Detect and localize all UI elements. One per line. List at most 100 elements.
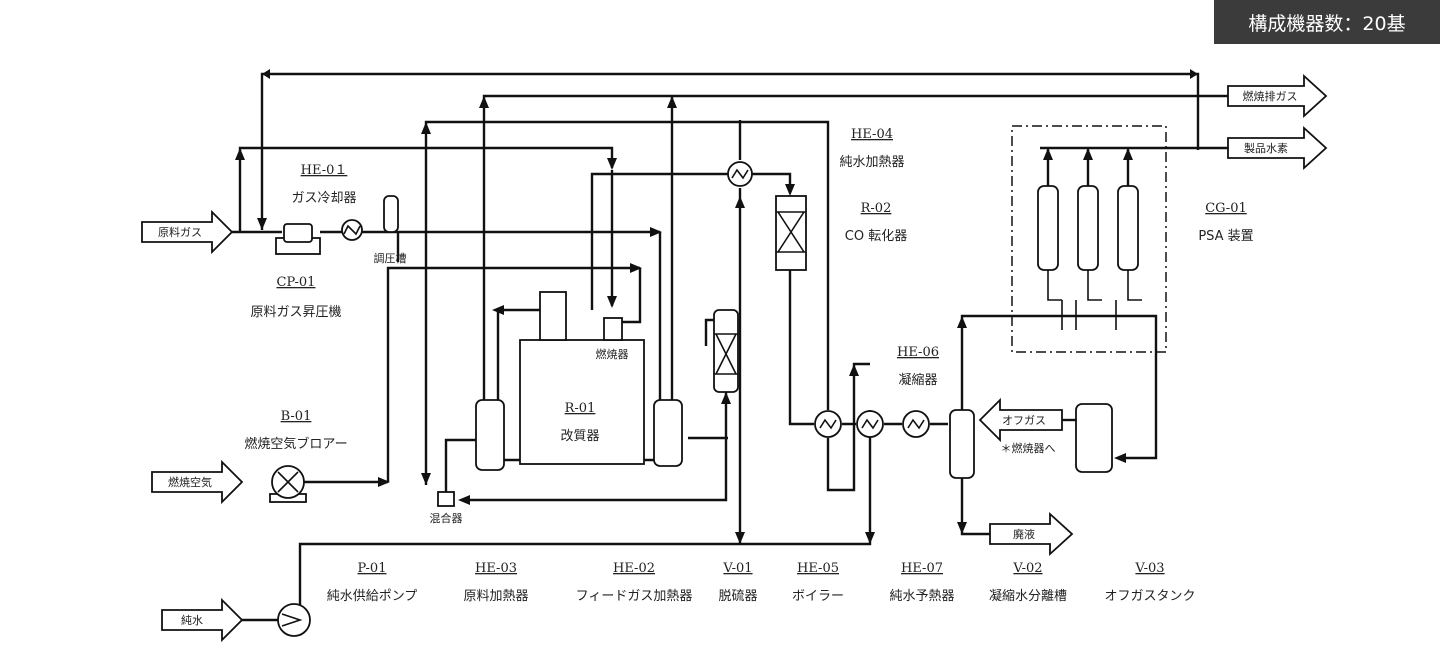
- arrow-icon: [735, 532, 745, 544]
- he03-tag: HE-03: [475, 561, 517, 576]
- he06-condenser-icon: [856, 410, 884, 438]
- r01-name: 改質器: [560, 429, 599, 444]
- v02-separator-icon: [949, 409, 975, 479]
- offgas-label: オフガス: [1002, 414, 1046, 427]
- he02-exchanger-icon: [653, 399, 683, 467]
- r01-reformer-box: [519, 339, 645, 465]
- equipment-count-badge: 構成機器数：20基: [1214, 0, 1440, 44]
- he07-tag: HE-07: [901, 561, 943, 576]
- arrow-icon: [957, 522, 967, 534]
- v03-tag: V-03: [1134, 561, 1164, 576]
- cp01-compressor-icon: [275, 223, 321, 255]
- arrow-icon: [650, 227, 662, 237]
- recycle-line: [260, 72, 1200, 230]
- arrow-icon: [458, 495, 470, 505]
- waste-liquid-stream: 廃液: [989, 511, 1074, 557]
- he03-name: 原料加熱器: [463, 589, 528, 604]
- he06-tag: HE-06: [897, 345, 939, 360]
- waste-line: [960, 478, 990, 536]
- he07-preheater-icon: [902, 410, 930, 438]
- p01-tag: P-01: [358, 561, 387, 576]
- he05-tag: HE-05: [797, 561, 839, 576]
- psa-feed: [960, 314, 1158, 460]
- arrow-icon: [630, 263, 642, 273]
- psa-bottom-header: [1047, 270, 1142, 330]
- mixer-label: 混合器: [430, 511, 463, 525]
- flue-gas-label: 燃焼排ガス: [1243, 89, 1298, 103]
- arrow-icon: [1123, 148, 1133, 160]
- he05-name: ボイラー: [792, 589, 844, 604]
- offgas-note: ＊燃焼器へ: [1001, 441, 1056, 455]
- psa-column: [1117, 185, 1139, 271]
- he04-heater-icon: [727, 161, 753, 187]
- p01-name: 純水供給ポンプ: [327, 589, 418, 604]
- he03-exchanger-icon: [475, 399, 505, 471]
- b01-tag: B-01: [281, 409, 312, 424]
- he04-name: 純水加熱器: [839, 155, 904, 170]
- arrow-icon: [479, 96, 489, 108]
- r02-name: CO 転化器: [845, 229, 907, 244]
- arrow-icon: [1190, 69, 1198, 79]
- combustion-air-label: 燃焼空気: [168, 475, 212, 489]
- p01-pump-icon: [277, 603, 311, 637]
- arrow-icon: [421, 473, 431, 485]
- flue-gas-stream: 燃焼排ガス: [1227, 73, 1328, 119]
- burner-icon: [603, 317, 623, 341]
- v02-tag: V-02: [1012, 561, 1042, 576]
- cg01-tag: CG-01: [1205, 201, 1247, 216]
- feed-gas-stream: 原料ガス: [141, 209, 234, 255]
- he01-name: ガス冷却器: [291, 191, 356, 206]
- he04-tag: HE-04: [851, 127, 893, 142]
- arrow-icon: [235, 148, 245, 160]
- product-h2-stream: 製品水素: [1227, 125, 1328, 171]
- v01-desulfurizer-icon: [713, 309, 739, 393]
- arrow-icon: [957, 316, 967, 328]
- psa-top-header: [1040, 146, 1230, 186]
- arrow-icon: [257, 218, 267, 230]
- he01-cooler-icon: [341, 219, 363, 241]
- pure-water-line: [298, 410, 872, 612]
- he04-line: [590, 172, 740, 310]
- waste-liquid-label: 廃液: [1013, 527, 1035, 541]
- arrow-icon: [785, 184, 795, 196]
- cp01-tag: CP-01: [277, 275, 316, 290]
- burner-label: 燃焼器: [596, 347, 629, 361]
- mixer-return: [464, 392, 728, 502]
- mixer-to-he03: [444, 438, 476, 492]
- arrow-icon: [1114, 453, 1126, 463]
- psa-column: [1077, 185, 1099, 271]
- arrow-icon: [721, 392, 731, 404]
- he05-loop: [826, 362, 870, 492]
- arrow-icon: [865, 532, 875, 544]
- arrow-icon: [607, 296, 617, 308]
- r02-converter-icon: [775, 195, 807, 271]
- v03-name: オフガスタンク: [1104, 589, 1195, 604]
- arrow-icon: [849, 364, 859, 376]
- he02-tag: HE-02: [613, 561, 655, 576]
- b01-name: 燃焼空気ブロアー: [244, 436, 347, 452]
- arrow-icon: [607, 158, 617, 170]
- he05-boiler-icon: [814, 410, 842, 438]
- arrow-icon: [1043, 148, 1053, 160]
- v01-name: 脱硫器: [718, 589, 757, 604]
- air-to-burner: [386, 266, 640, 482]
- he04-to-r02: [752, 172, 792, 192]
- pure-water-label: 純水: [181, 614, 203, 627]
- arrow-icon: [262, 69, 270, 79]
- he07-name: 純水予熱器: [889, 589, 954, 604]
- arrow-icon: [735, 196, 745, 208]
- arrow-icon: [667, 96, 677, 108]
- r01-tag: R-01: [565, 401, 596, 416]
- offgas-stream: オフガス: [978, 397, 1063, 443]
- psa-column: [1037, 185, 1059, 271]
- b01-blower-icon: [269, 465, 307, 503]
- v02-name: 凝縮水分離槽: [989, 588, 1067, 604]
- pressure-tank-icon: [383, 195, 399, 233]
- he01-tag: HE-0１: [301, 163, 348, 178]
- he02-name: フィードガス加熱器: [576, 589, 693, 604]
- r02-tag: R-02: [861, 201, 892, 216]
- arrow-icon: [492, 305, 504, 315]
- cg01-name: PSA 装置: [1198, 229, 1253, 244]
- pressure-tank-label: 調圧槽: [374, 251, 407, 265]
- air-line: [424, 120, 830, 485]
